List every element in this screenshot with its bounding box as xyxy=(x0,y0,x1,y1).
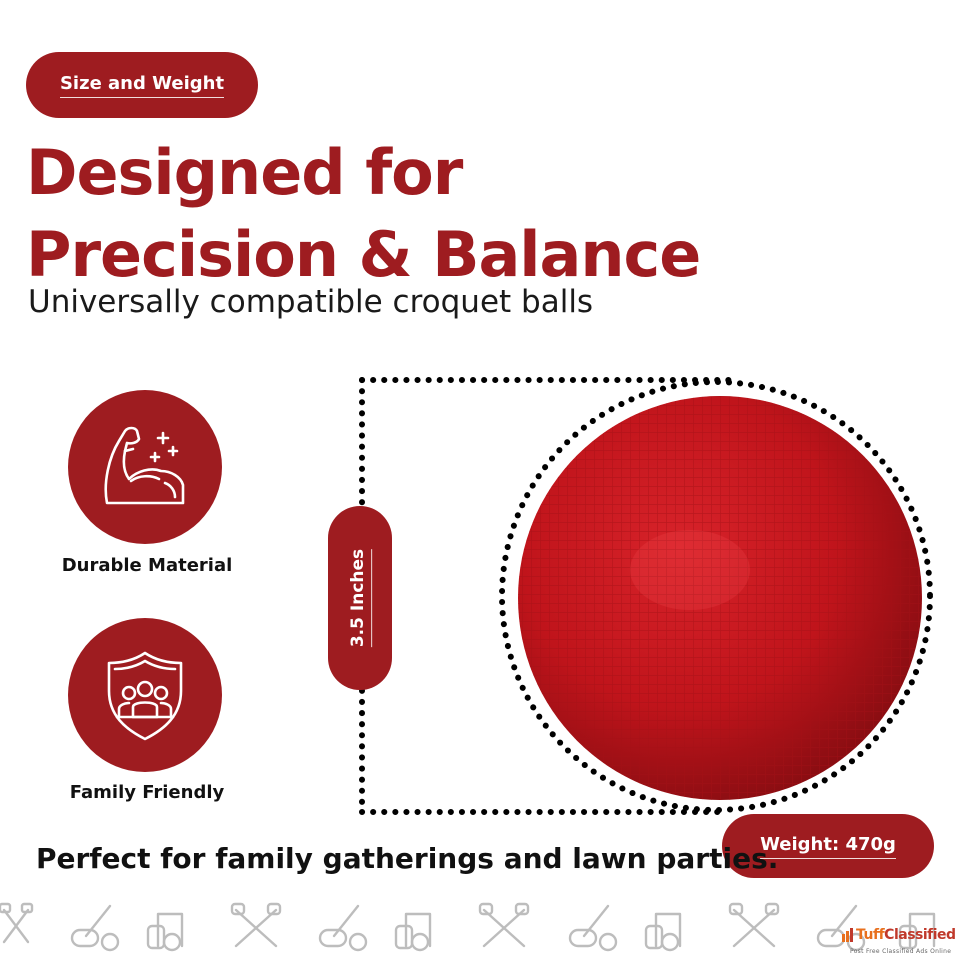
croquet-pattern-strip xyxy=(0,902,936,952)
durable-material-badge xyxy=(68,390,222,544)
size-weight-tag: Size and Weight xyxy=(26,52,258,118)
crossed-mallets-icon xyxy=(230,902,282,948)
size-badge: 3.5 Inches xyxy=(328,506,392,690)
wicket-ball-icon xyxy=(644,912,682,952)
brand-name-part2: Classified xyxy=(884,927,956,943)
bar-logo-icon xyxy=(842,928,853,942)
brand-tagline: Post Free Classified Ads Online xyxy=(850,948,952,955)
size-weight-tag-label: Size and Weight xyxy=(59,73,225,98)
page-subtitle: Universally compatible croquet balls xyxy=(28,284,594,320)
family-friendly-badge xyxy=(68,618,222,772)
mallet-ball-icon xyxy=(70,904,120,952)
crossed-mallets-icon xyxy=(0,902,34,944)
mallet-ball-icon xyxy=(568,904,618,952)
wicket-ball-icon xyxy=(394,912,432,952)
family-friendly-label: Family Friendly xyxy=(69,782,225,803)
wicket-ball-icon xyxy=(898,912,936,950)
mallet-ball-icon xyxy=(318,904,368,952)
weight-label: Weight: 470g xyxy=(760,834,896,859)
footer-tagline: Perfect for family gatherings and lawn p… xyxy=(36,842,779,875)
weight-badge: Weight: 470g xyxy=(722,814,934,878)
mallet-ball-icon xyxy=(816,904,866,952)
crossed-mallets-icon xyxy=(728,902,780,948)
durable-material-label: Durable Material xyxy=(61,555,233,576)
crossed-mallets-icon xyxy=(478,902,530,948)
title-line-2: Precision & Balance xyxy=(26,218,701,291)
flexed-arm-icon xyxy=(104,426,185,505)
family-shield-icon xyxy=(107,651,183,741)
size-label: 3.5 Inches xyxy=(348,548,373,648)
title-line-1: Designed for xyxy=(26,136,463,209)
croquet-ball xyxy=(518,396,922,800)
page-title: Designed for Precision & Balance xyxy=(26,132,701,296)
wicket-ball-icon xyxy=(146,912,184,952)
brand-name-part1: Tuff xyxy=(856,927,885,943)
dimension-bracket xyxy=(359,377,933,815)
